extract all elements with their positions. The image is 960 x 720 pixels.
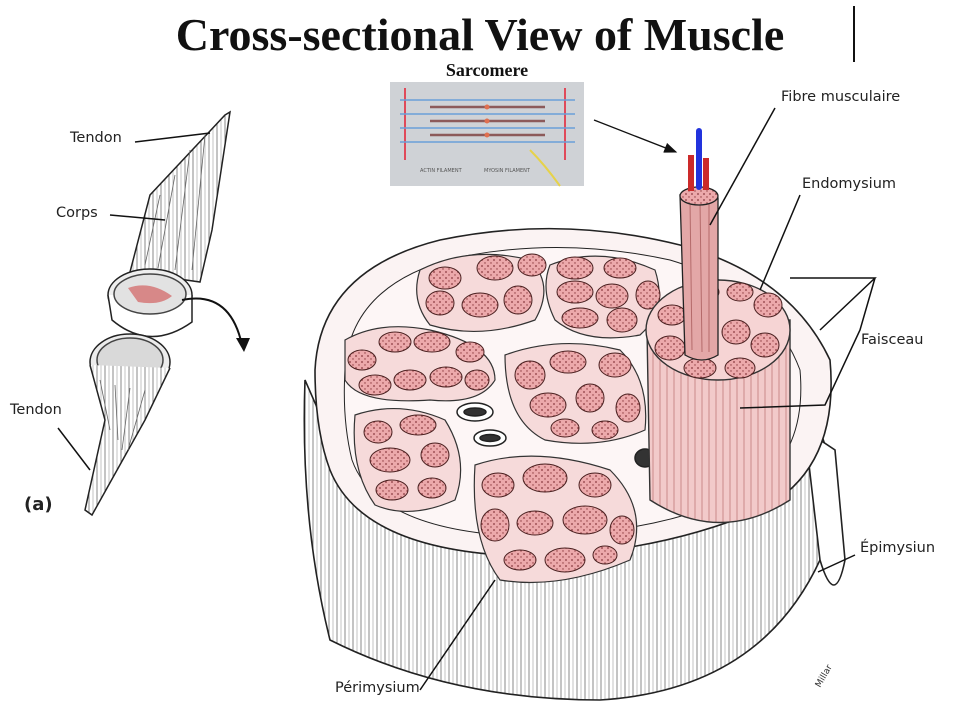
label-endomysium: Endomysium: [802, 176, 897, 192]
tendon-top-leader: [134, 132, 211, 143]
section-arrow: [181, 297, 243, 346]
panel-label: (a): [24, 494, 53, 515]
corps-leader: [109, 214, 166, 221]
label-epimysium: Épimysiun: [860, 540, 936, 556]
label-tendon-bottom: Tendon: [10, 402, 62, 418]
tendon-bottom-leader: [57, 427, 91, 471]
label-perimysium: Périmysium: [335, 680, 420, 696]
actin-sublabel: ACTIN FILAMENT: [420, 168, 463, 174]
label-faisceau: Faisceau: [861, 332, 924, 348]
slide-title: Cross-sectional View of Muscle: [175, 9, 785, 60]
label-leaders: [419, 107, 877, 691]
label-tendon-top: Tendon: [70, 130, 122, 146]
whole-muscle-illustration: [84, 110, 231, 517]
label-fibre-musculaire: Fibre musculaire: [781, 89, 901, 105]
blood-vessels: [456, 402, 656, 468]
myosin-sublabel: MYOSIN FILAMENT: [484, 168, 531, 174]
label-corps: Corps: [56, 205, 98, 221]
artist-signature: Millar: [814, 663, 835, 689]
sarcomere-inset: ACTIN FILAMENT MYOSIN FILAMENT: [390, 82, 584, 187]
inset-pointer-arrow: [593, 119, 678, 153]
muscle-fibres: [347, 253, 661, 573]
section-arrowhead: [236, 338, 250, 352]
sarcomere-label: Sarcomere: [445, 60, 529, 80]
title-divider: [853, 6, 855, 62]
single-fibre: [679, 128, 719, 361]
